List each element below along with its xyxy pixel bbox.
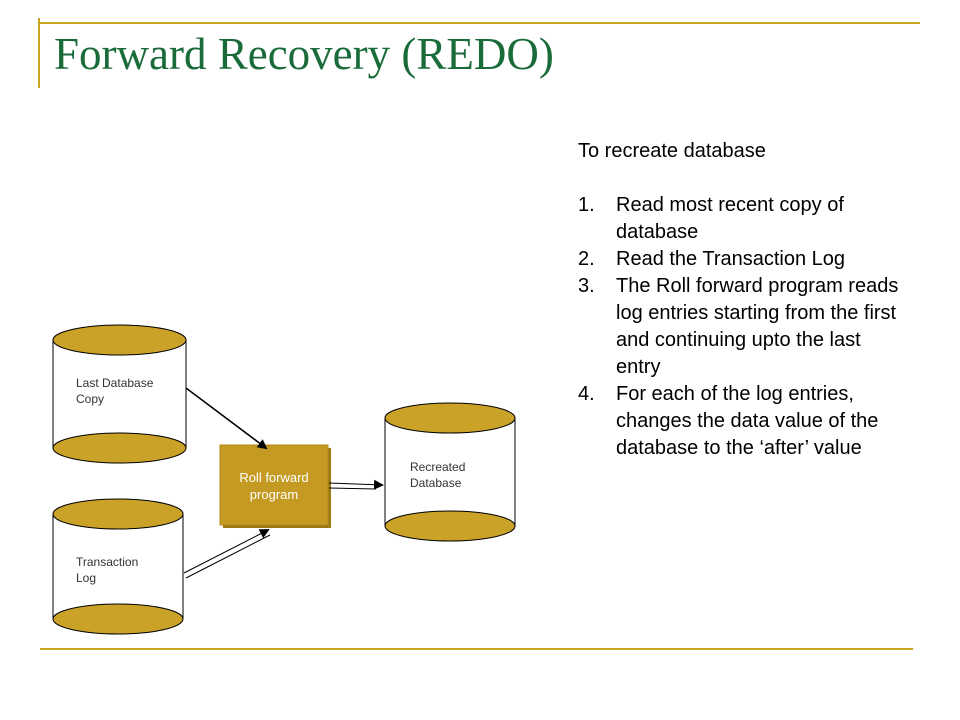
last-database-copy-cylinder: Last Database Copy — [52, 324, 187, 464]
roll-forward-label-line2: program — [250, 487, 298, 502]
step-number: 1. — [578, 194, 595, 216]
steps-list: 1. Read most recent copy of database 2. … — [578, 192, 908, 462]
step-item: 2. Read the Transaction Log — [578, 246, 908, 273]
roll-forward-label-line1: Roll forward — [239, 470, 308, 485]
step-text: Read most recent copy of database — [616, 194, 844, 243]
step-text: The Roll forward program reads log entri… — [616, 275, 899, 378]
step-item: 3. The Roll forward program reads log en… — [578, 273, 908, 381]
recreated-database-cylinder: Recreated Database — [384, 402, 516, 542]
top-divider — [40, 22, 920, 24]
step-number: 4. — [578, 383, 595, 405]
transaction-log-cylinder: Transaction Log — [52, 498, 184, 635]
steps-heading: To recreate database — [578, 140, 766, 162]
step-text: Read the Transaction Log — [616, 248, 846, 270]
step-item: 4. For each of the log entries, changes … — [578, 381, 908, 462]
recovery-steps-panel: To recreate database 1. Read most recent… — [578, 138, 908, 462]
step-number: 2. — [578, 248, 595, 270]
arrow-log-to-program — [183, 529, 271, 579]
step-item: 1. Read most recent copy of database — [578, 192, 908, 246]
bottom-divider — [40, 648, 913, 650]
left-divider — [38, 18, 40, 88]
arrow-program-to-recreated-db — [328, 479, 384, 490]
last-database-label-line2: Copy — [76, 392, 104, 406]
last-database-label-line1: Last Database — [76, 376, 154, 390]
arrow-last-db-to-program — [185, 387, 268, 450]
step-text: For each of the log entries, changes the… — [616, 383, 879, 459]
recreated-database-label-line2: Database — [410, 476, 462, 490]
transaction-log-label-line1: Transaction — [76, 555, 138, 569]
roll-forward-program-box: Roll forward program — [219, 444, 331, 528]
transaction-log-label-line2: Log — [76, 571, 96, 585]
recreated-database-label-line1: Recreated — [410, 460, 465, 474]
step-number: 3. — [578, 275, 595, 297]
slide-title: Forward Recovery (REDO) — [54, 29, 554, 79]
